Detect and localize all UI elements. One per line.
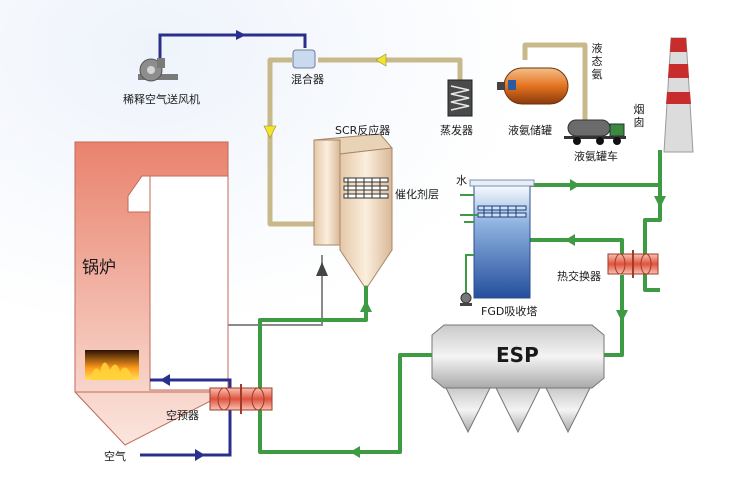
pump-icon bbox=[460, 292, 472, 306]
boiler-label: 锅炉 bbox=[82, 258, 116, 278]
liquid-ammonia-label: 液态氨 bbox=[591, 42, 603, 81]
ammonia-arrow-left bbox=[375, 53, 387, 67]
ammonia-tank bbox=[497, 67, 569, 105]
air-arrow-out bbox=[160, 374, 170, 386]
ammonia-tank-label: 液氨储罐 bbox=[508, 124, 552, 137]
mixer bbox=[292, 49, 316, 69]
fgd-tower bbox=[469, 179, 535, 299]
water-label: 水 bbox=[456, 174, 467, 187]
esp-label: ESP bbox=[496, 343, 539, 367]
green-arrow-6 bbox=[654, 196, 666, 208]
fgd-tower-label: FGD吸收塔 bbox=[481, 305, 538, 318]
green-arrow-4 bbox=[565, 234, 575, 246]
catalyst-layers bbox=[343, 177, 389, 199]
evaporator bbox=[447, 79, 473, 117]
scr-reactor-label: SCR反应器 bbox=[335, 124, 391, 137]
scr-reactor bbox=[313, 133, 393, 287]
green-arrow-3 bbox=[616, 310, 628, 322]
ammonia-pipeline bbox=[267, 42, 588, 227]
evaporator-label: 蒸发器 bbox=[440, 124, 473, 137]
heat-exchanger-right bbox=[607, 250, 659, 278]
fire-icon bbox=[85, 350, 139, 380]
green-arrow-2 bbox=[350, 446, 360, 458]
air-arrow-in bbox=[195, 449, 205, 461]
tanker-truck-label: 液氨罐车 bbox=[574, 150, 618, 163]
air-label: 空气 bbox=[104, 450, 126, 463]
flue-gas-line-to-scr bbox=[228, 255, 323, 326]
green-arrow-5 bbox=[570, 179, 580, 191]
chimney bbox=[663, 37, 694, 153]
ammonia-arrow-down bbox=[263, 125, 277, 139]
dilution-fan-label: 稀释空气送风机 bbox=[123, 93, 200, 106]
fgd-spray-headers bbox=[477, 205, 527, 218]
dilution-air-arrow bbox=[236, 30, 246, 40]
heat-exchanger-label: 热交换器 bbox=[557, 270, 601, 283]
catalyst-layer-label: 催化剂层 bbox=[395, 188, 439, 201]
truck-icon bbox=[564, 119, 626, 145]
boiler bbox=[74, 141, 229, 446]
air-preheater-label: 空预器 bbox=[166, 409, 199, 422]
mixer-label: 混合器 bbox=[291, 73, 324, 86]
dilution-air-line bbox=[158, 33, 307, 62]
chimney-label: 烟囱 bbox=[633, 103, 645, 129]
fan-icon bbox=[138, 58, 178, 82]
green-arrow-1 bbox=[360, 300, 372, 312]
flue-gas-arrow-up bbox=[316, 262, 328, 276]
heat-exchanger-icon bbox=[209, 384, 273, 414]
esp-unit bbox=[431, 324, 605, 434]
water-lines bbox=[460, 194, 478, 295]
